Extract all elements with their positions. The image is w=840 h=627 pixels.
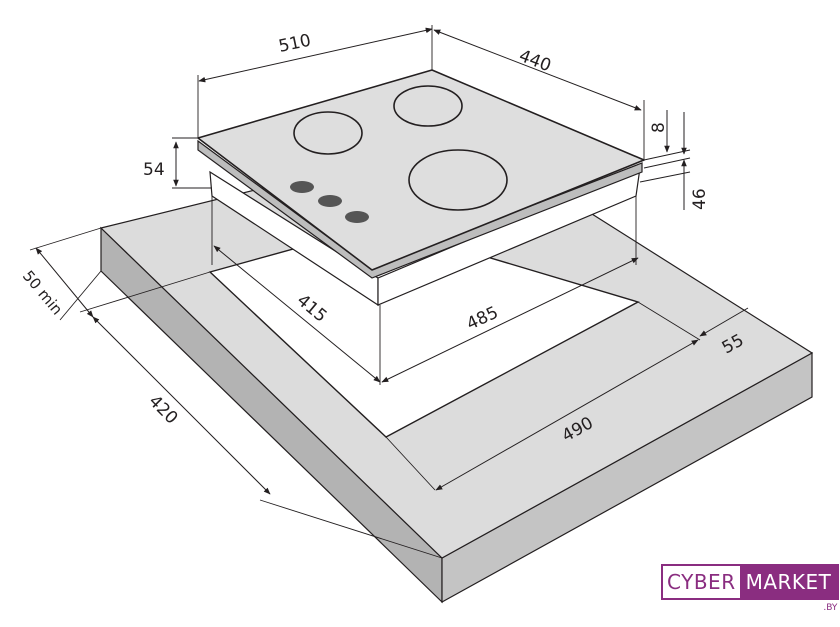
burner-front-right <box>408 149 508 211</box>
dim-line-485 <box>381 257 639 383</box>
knob-3 <box>345 211 369 223</box>
dim-line-510 <box>198 27 433 83</box>
dim-label-54: 54 <box>143 160 165 180</box>
dim-line-415 <box>213 245 381 383</box>
dimension-lines <box>35 27 749 495</box>
dim-line-420 <box>92 316 271 495</box>
logo-box: CYBER MARKET <box>661 564 840 600</box>
hob <box>197 69 645 307</box>
cybermarket-logo: CYBER MARKET .BY <box>661 563 840 613</box>
dim-label-46: 46 <box>690 188 710 210</box>
dim-label-50min: 50 min <box>19 267 66 319</box>
dim-label-8: 8 <box>649 122 669 133</box>
logo-text-market: MARKET <box>739 566 838 598</box>
dim-label-510: 510 <box>277 31 313 57</box>
logo-text-by: .BY <box>823 603 838 613</box>
dim-line-50min <box>35 247 94 318</box>
logo-text-cyber: CYBER <box>667 570 736 594</box>
knob-2 <box>318 195 342 207</box>
dim-label-440: 440 <box>516 46 553 76</box>
dim-line-490 <box>435 339 699 491</box>
dim-line-440 <box>433 29 642 111</box>
dim-line-55 <box>699 307 749 337</box>
dim-label-420: 420 <box>144 391 181 428</box>
knob-1 <box>290 181 314 193</box>
burner-rear-left <box>293 111 363 155</box>
